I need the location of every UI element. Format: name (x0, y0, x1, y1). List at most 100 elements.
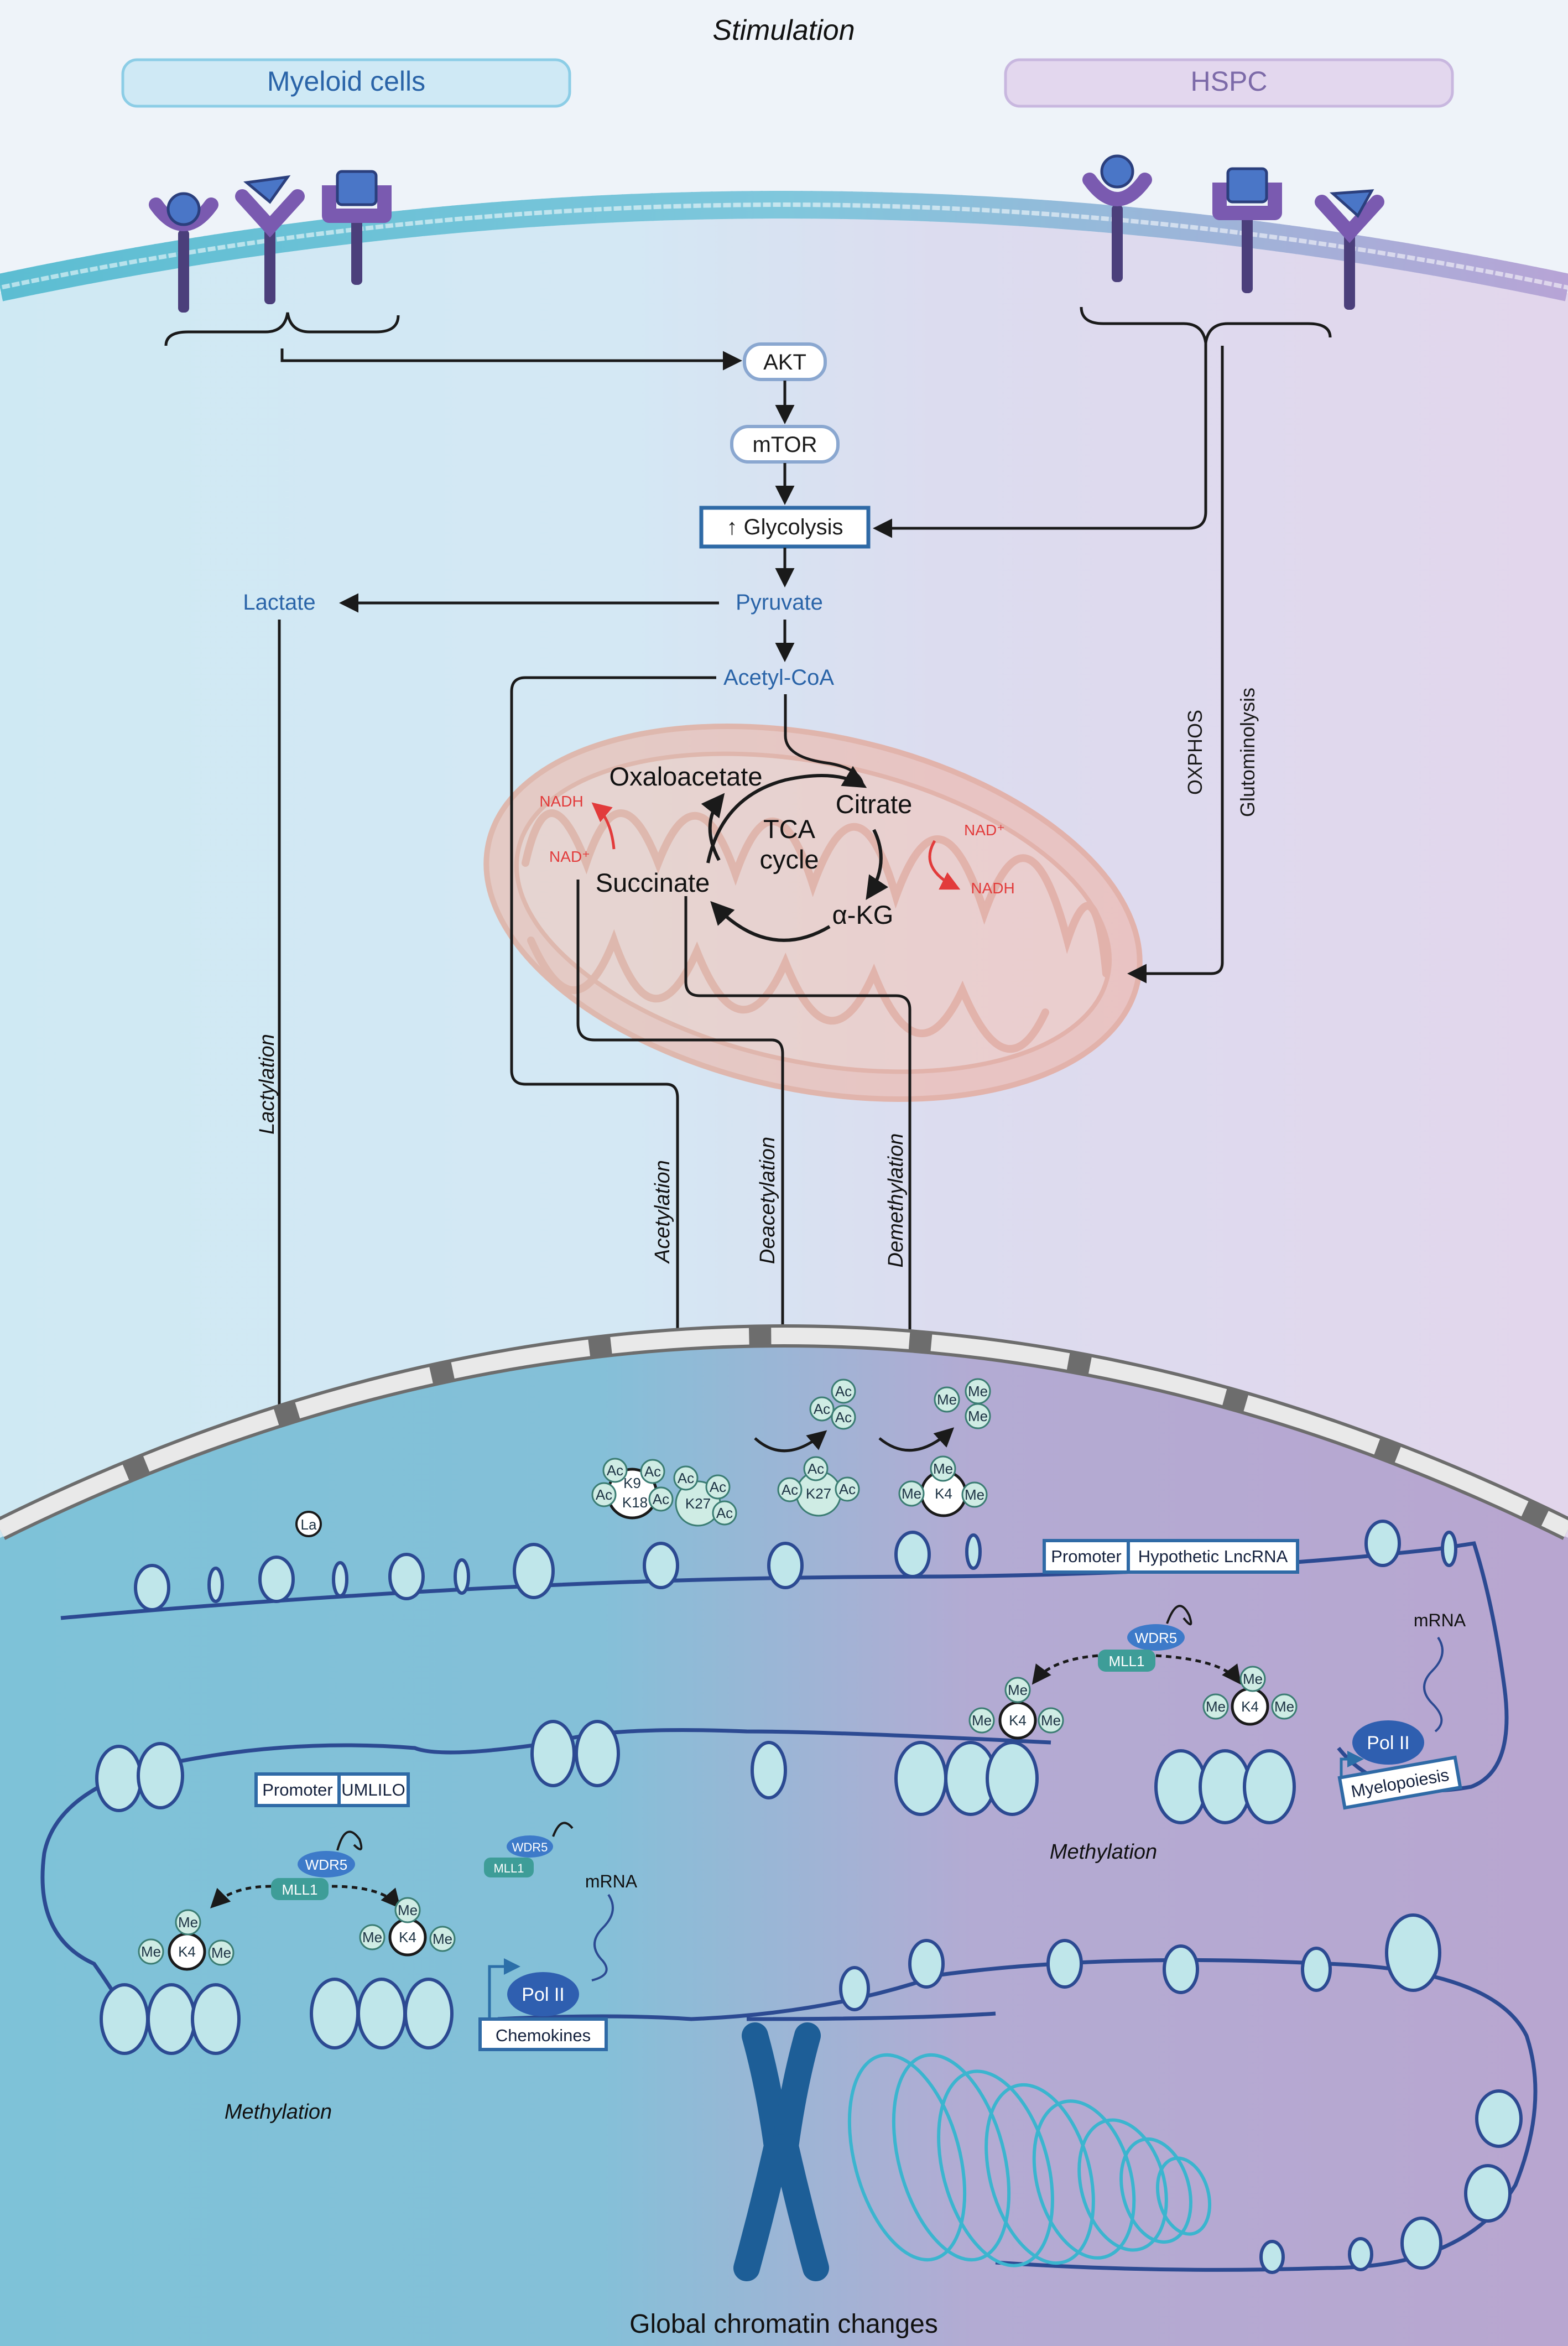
tca-cycle: Oxaloacetate Citrate TCA cycle Succinate… (539, 762, 1015, 942)
ac-mark-released: Ac (814, 1401, 830, 1417)
glycolysis-node (699, 506, 871, 549)
nad-right: NAD⁺ (964, 821, 1005, 839)
wdr5-label-small: WDR5 (512, 1840, 548, 1854)
me-mark: Me (398, 1902, 418, 1918)
receptor-triangle-ligand (1315, 189, 1384, 310)
k4-label: K4 (1009, 1712, 1027, 1729)
lncrna-label: Hypothetic LncRNA (1138, 1547, 1288, 1566)
receptor-circle-ligand (1082, 154, 1152, 282)
mtor-label: mTOR (752, 433, 817, 457)
demethylation-release-arrow (878, 1427, 955, 1452)
hspc-pol2-label: Pol II (1367, 1733, 1409, 1754)
ac-mark: Ac (782, 1481, 798, 1498)
me-mark: Me (1243, 1671, 1263, 1687)
k4-label: K4 (399, 1929, 416, 1946)
ac-mark: Ac (716, 1505, 733, 1521)
me-mark: Me (1206, 1698, 1226, 1715)
lactate-label: Lactate (243, 590, 315, 615)
hspc-methylation-arrow-left (1032, 1654, 1098, 1685)
lncrna-gene: Promoter Hypothetic LncRNA (1043, 1539, 1299, 1574)
glycolysis-label: ↑ Glycolysis (726, 515, 843, 539)
myeloid-wdr5-mll1-complex: WDR5 MLL1 WDR5 MLL1 (271, 1822, 574, 1900)
me-mark: Me (362, 1929, 382, 1946)
oxphos-label: OXPHOS (1184, 710, 1206, 795)
me-mark: Me (1274, 1698, 1294, 1715)
me-mark: Me (965, 1486, 984, 1503)
myeloid-pol2-label: Pol II (522, 1984, 564, 2005)
myeloid-methylation-arrow-right (331, 1885, 401, 1909)
hspc-wdr5-mll1-complex: WDR5 MLL1 (1098, 1605, 1192, 1672)
ac-mark: Ac (596, 1486, 612, 1503)
mitochondrion (483, 724, 1143, 1102)
myeloid-methylation-label: Methylation (225, 2100, 332, 2124)
wdr5-label: WDR5 (305, 1856, 348, 1873)
nuclear-pores (0, 1328, 1568, 1537)
global-chromatin-caption: Global chromatin changes (629, 2309, 938, 2339)
receptor-square-ligand (1212, 167, 1282, 293)
me-mark: Me (902, 1485, 921, 1502)
k4-label: K4 (1241, 1698, 1259, 1715)
nad-nadh-left-arrow (591, 802, 616, 850)
lncrna-box (1127, 1539, 1299, 1574)
mtor-node (730, 425, 840, 464)
me-mark-released: Me (968, 1408, 988, 1424)
ac-mark: Ac (607, 1462, 623, 1479)
me-mark: Me (1008, 1682, 1028, 1698)
me-mark-released: Me (968, 1383, 988, 1400)
ac-mark: Ac (710, 1479, 726, 1495)
lactyl-mark (295, 1511, 322, 1537)
myeloid-cells-label: Myeloid cells (267, 66, 425, 97)
nad-left: NAD⁺ (549, 848, 590, 865)
ac-mark: Ac (678, 1470, 694, 1486)
deacetylation-label: Deacetylation (756, 1137, 779, 1264)
umlilo-promoter-box (254, 1772, 341, 1807)
ac-mark-released: Ac (835, 1409, 852, 1426)
k27-label: K27 (806, 1485, 831, 1502)
succinate-label: Succinate (596, 868, 710, 897)
myelopoiesis-box (1337, 1755, 1462, 1810)
ac-mark-released: Ac (835, 1383, 852, 1400)
k9-label: K9 (623, 1475, 641, 1491)
pyruvate-label: Pyruvate (736, 590, 823, 615)
tca-arrow-oxaloacetate-citrate (706, 766, 867, 864)
citrate-label: Citrate (836, 789, 912, 819)
umlilo-gene: Promoter UMLILO (254, 1772, 410, 1807)
receptor-square-ligand (322, 170, 392, 285)
me-mark: Me (1041, 1712, 1061, 1729)
me-mark: Me (972, 1712, 992, 1729)
demethylation-label: Demethylation (884, 1133, 908, 1268)
deacetylation-release-arrow (754, 1430, 827, 1453)
stimulation-title: Stimulation (712, 14, 855, 46)
lactyl-mark-label: La (301, 1516, 317, 1533)
umlilo-label: UMLILO (341, 1780, 405, 1799)
hspc-pol2 (1352, 1720, 1424, 1765)
nucleosomes (95, 1520, 1523, 2274)
ac-mark: Ac (653, 1491, 669, 1507)
acetyl-coa-label: Acetyl-CoA (723, 665, 834, 690)
nad-nadh-right-arrow (928, 840, 961, 890)
chemokines-box (478, 2017, 608, 2051)
me-mark: Me (178, 1914, 198, 1931)
chromosome (733, 2022, 829, 2281)
nadh-left: NADH (539, 793, 583, 810)
akg-label: α-KG (832, 900, 894, 929)
hspc-methylation-arrow-right (1155, 1654, 1242, 1685)
k18-label: K18 (622, 1494, 648, 1511)
hspc-methylation-label: Methylation (1050, 1840, 1157, 1864)
nadh-right: NADH (971, 880, 1014, 897)
me-mark: Me (433, 1931, 452, 1947)
myeloid-methylation-arrow-left (210, 1885, 272, 1908)
hspc-k4-marks: K4 K4 Me Me Me Me Me Me (968, 1666, 1298, 1740)
mll1-label: MLL1 (282, 1881, 317, 1898)
oxaloacetate-label: Oxaloacetate (610, 762, 763, 791)
modification-routes (269, 620, 920, 1508)
tca-arrow-succinate-oxaloacetate (701, 793, 725, 861)
lactylation-label: Lactylation (256, 1034, 279, 1135)
akt-label: AKT (763, 350, 806, 374)
myeloid-pol2 (507, 1972, 579, 2016)
demethylation-marks: K4 Me Me Me Me Me Me (898, 1378, 991, 1517)
myeloid-receptors (149, 170, 392, 313)
mll1-label-small: MLL1 (493, 1861, 524, 1875)
ac-mark: Ac (839, 1481, 856, 1497)
